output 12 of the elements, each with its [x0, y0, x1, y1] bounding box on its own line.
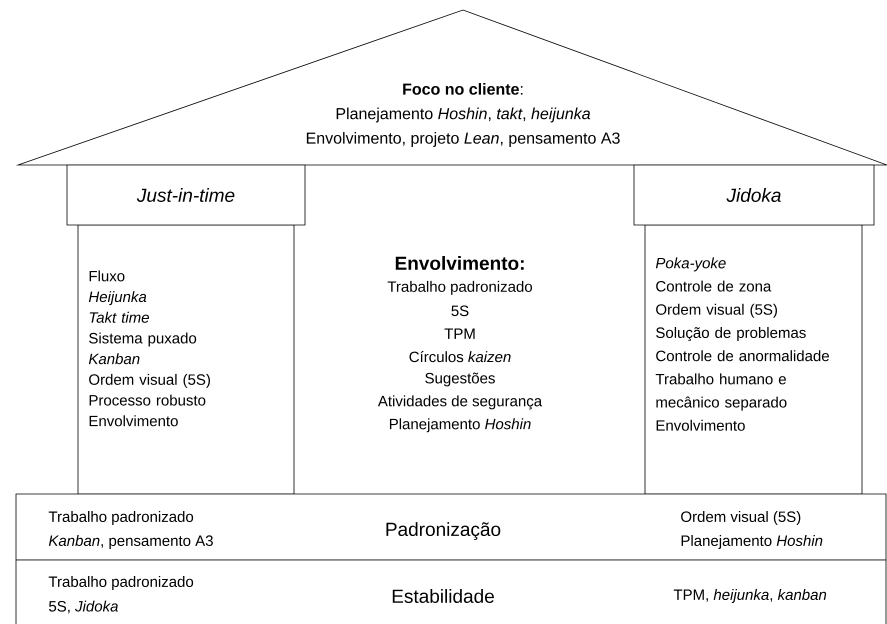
list-item: Sugestões — [425, 372, 495, 386]
list-item: 5S — [451, 306, 468, 316]
list-item: Planejamento Hoshin — [390, 418, 531, 432]
foundation-band: Trabalho padronizado 5S, Jidoka Estabilidade TPM, heijunka, kanban — [16, 560, 886, 624]
list-item: Círculos kaizen — [410, 351, 511, 362]
list-item: TPM — [444, 328, 475, 339]
foundation-band: Trabalho padronizado Kanban, pensamento A3 Padronização Ordem visual (5S) Planejamento Hoshin — [16, 494, 886, 560]
list-heading: Envolvimento: — [396, 256, 524, 270]
list-item: Atividades de segurança — [378, 395, 542, 410]
pillar-capital: Jidoka — [634, 164, 874, 226]
pillar-capital: Just-in-time — [66, 164, 306, 226]
list-item: Trabalho padronizado — [388, 280, 532, 295]
